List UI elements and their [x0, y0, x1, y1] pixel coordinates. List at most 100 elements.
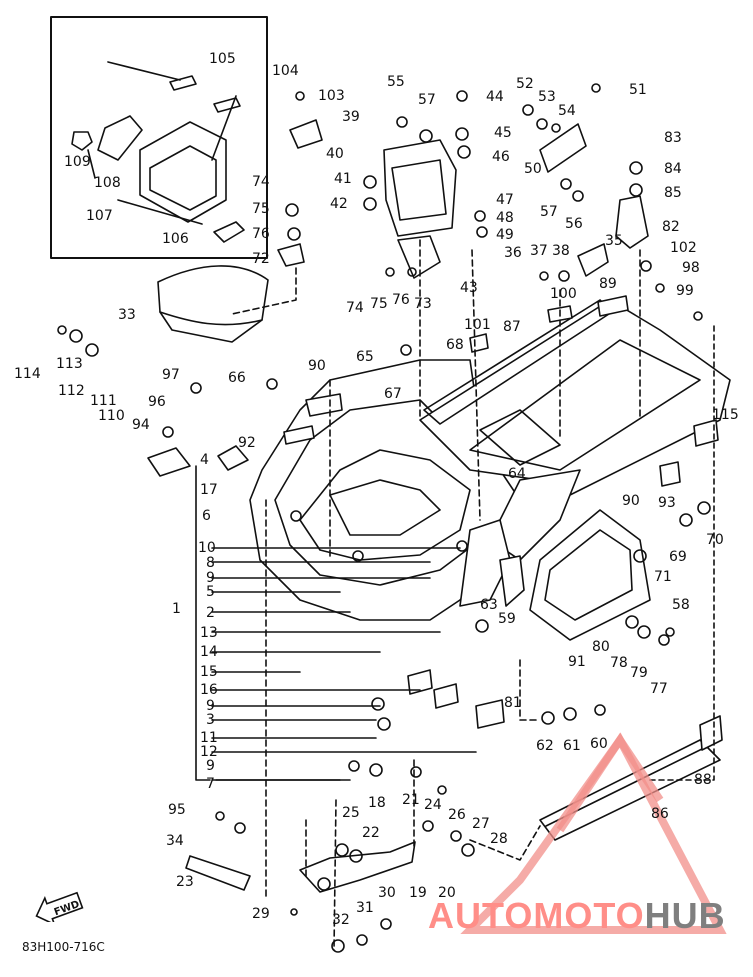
part-label: 73 [414, 296, 432, 312]
part-label: 10 [198, 540, 216, 556]
part-label: 2 [206, 605, 215, 621]
part-label: 17 [200, 482, 218, 498]
part-label: 99 [676, 283, 694, 299]
part-label: 18 [368, 795, 386, 811]
part-label: 90 [622, 493, 640, 509]
part-label: 16 [200, 682, 218, 698]
part-label: 76 [392, 292, 410, 308]
part-label: 91 [568, 654, 586, 670]
part-label: 23 [176, 874, 194, 890]
part-label: 112 [58, 383, 85, 399]
part-label: 62 [536, 738, 554, 754]
part-label: 84 [664, 161, 682, 177]
part-label: 70 [706, 532, 724, 548]
part-label: 28 [490, 831, 508, 847]
part-label: 72 [252, 251, 270, 267]
part-label: 50 [524, 161, 542, 177]
inset-frame [50, 16, 268, 259]
part-label: 64 [508, 466, 526, 482]
part-label: 97 [162, 367, 180, 383]
part-label: 101 [464, 317, 491, 333]
part-label: 42 [330, 196, 348, 212]
part-label: 89 [599, 276, 617, 292]
part-label: 57 [418, 92, 436, 108]
part-label: 67 [384, 386, 402, 402]
part-label: 104 [272, 63, 299, 79]
part-label: 96 [148, 394, 166, 410]
part-label: 78 [610, 655, 628, 671]
part-label: 75 [370, 296, 388, 312]
part-label: 24 [424, 797, 442, 813]
part-label: 30 [378, 885, 396, 901]
part-label: 52 [516, 76, 534, 92]
part-label: 108 [94, 175, 121, 191]
part-label: 43 [460, 280, 478, 296]
part-label: 63 [480, 597, 498, 613]
part-label: 40 [326, 146, 344, 162]
part-label: 3 [206, 712, 215, 728]
part-label: 34 [166, 833, 184, 849]
part-label: 9 [206, 758, 215, 774]
part-label: 7 [206, 776, 215, 792]
part-label: 37 [530, 243, 548, 259]
part-label: 81 [504, 695, 522, 711]
part-label: 90 [308, 358, 326, 374]
part-label: 75 [252, 201, 270, 217]
part-label: 35 [605, 233, 623, 249]
part-label: 59 [498, 611, 516, 627]
part-label: 21 [402, 792, 420, 808]
part-label: 13 [200, 625, 218, 641]
part-label: 56 [565, 216, 583, 232]
part-label: 27 [472, 816, 490, 832]
part-label: 77 [650, 681, 668, 697]
part-label: 22 [362, 825, 380, 841]
part-label: 54 [558, 103, 576, 119]
forward-arrow-icon: FWD [35, 891, 84, 922]
part-label: 115 [712, 407, 739, 423]
part-label: 46 [492, 149, 510, 165]
part-label: 26 [448, 807, 466, 823]
part-label: 74 [252, 174, 270, 190]
part-label: 87 [503, 319, 521, 335]
part-label: 44 [486, 89, 504, 105]
part-label: 9 [206, 570, 215, 586]
part-label: 58 [672, 597, 690, 613]
part-label: 38 [552, 243, 570, 259]
part-label: 49 [496, 227, 514, 243]
part-label: 102 [670, 240, 697, 256]
part-label: 39 [342, 109, 360, 125]
part-label: 57 [540, 204, 558, 220]
part-label: 41 [334, 171, 352, 187]
watermark-logo-icon [460, 732, 727, 934]
part-label: 109 [64, 154, 91, 170]
part-label: 47 [496, 192, 514, 208]
part-label: 65 [356, 349, 374, 365]
part-label: 114 [14, 366, 41, 382]
part-label: 68 [446, 337, 464, 353]
part-label: 107 [86, 208, 113, 224]
part-label: 14 [200, 644, 218, 660]
part-label: 85 [664, 185, 682, 201]
part-label: 95 [168, 802, 186, 818]
part-label: 6 [202, 508, 211, 524]
part-label: 55 [387, 74, 405, 90]
part-label: 94 [132, 417, 150, 433]
figure-code: 83H100-716C [22, 940, 105, 954]
part-label: 93 [658, 495, 676, 511]
part-label: 83 [664, 130, 682, 146]
part-label: 74 [346, 300, 364, 316]
part-label: 66 [228, 370, 246, 386]
part-label: 4 [200, 452, 209, 468]
part-label: 45 [494, 125, 512, 141]
part-label: 12 [200, 744, 218, 760]
part-label: 82 [662, 219, 680, 235]
part-label: 15 [200, 664, 218, 680]
part-label: 100 [550, 286, 577, 302]
part-label: 111 [90, 393, 117, 409]
part-label: 103 [318, 88, 345, 104]
part-label: 11 [200, 730, 218, 746]
part-label: 25 [342, 805, 360, 821]
part-label: 29 [252, 906, 270, 922]
